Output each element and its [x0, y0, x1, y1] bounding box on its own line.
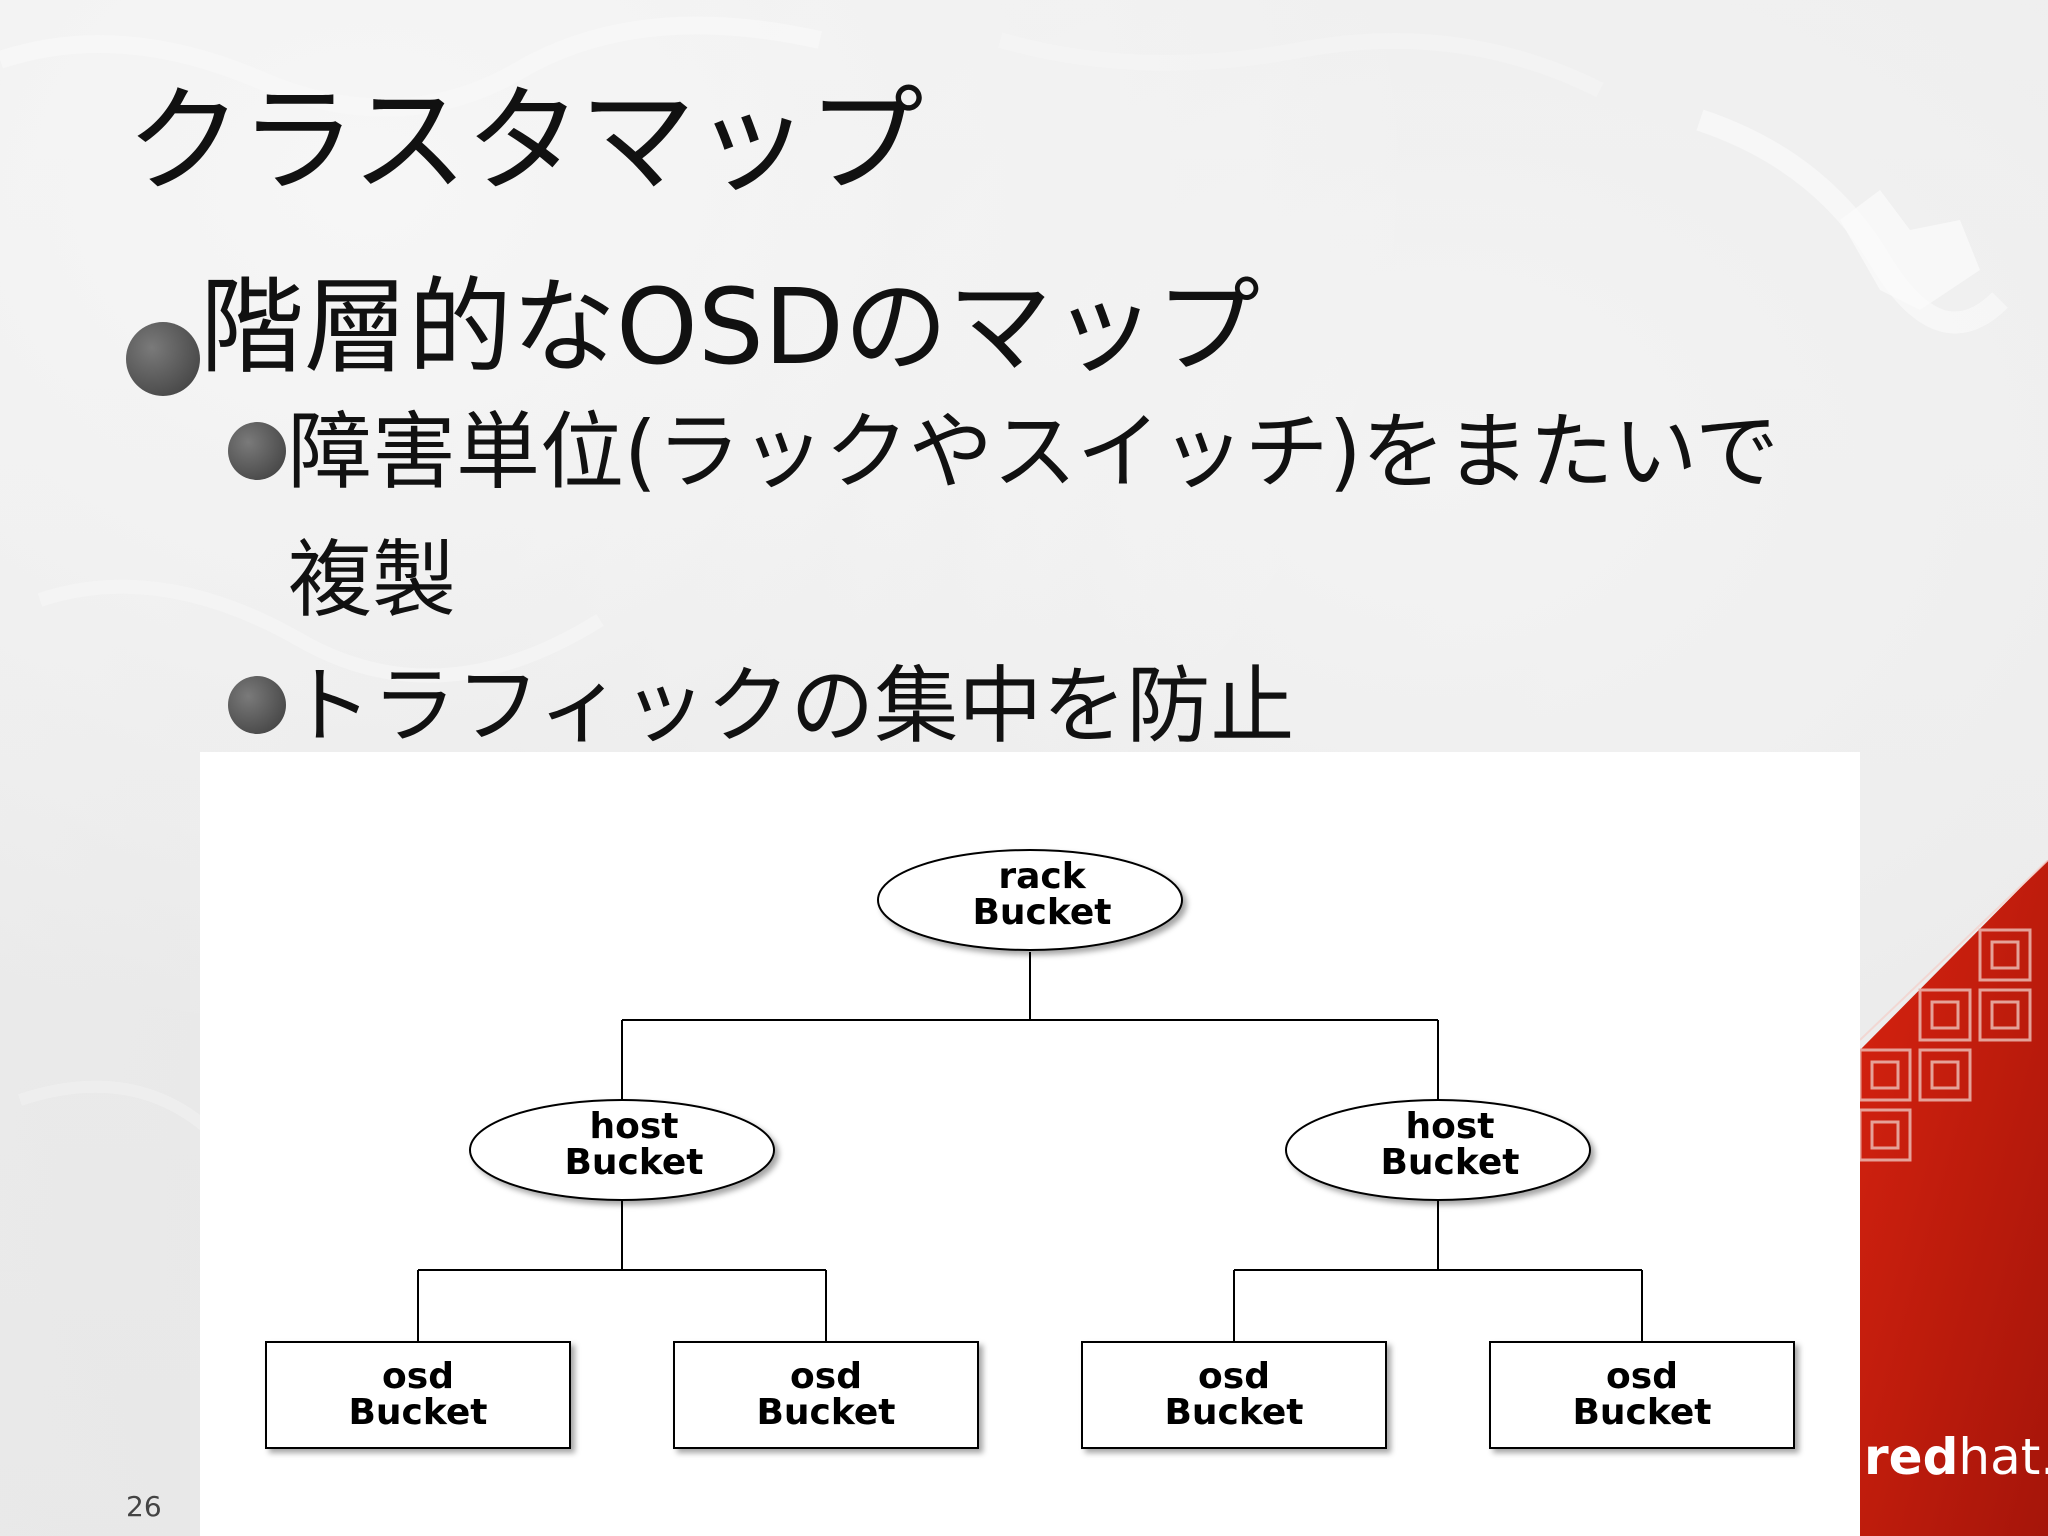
host-node-sublabel: Bucket: [1380, 1142, 1519, 1183]
slide-title: クラスタマップ: [126, 74, 924, 209]
rack-node-sublabel: Bucket: [972, 892, 1111, 933]
osd-bucket-node: osd Bucket: [673, 1341, 979, 1449]
host-bucket-node: host Bucket: [469, 1099, 775, 1201]
logo-text-bold: red: [1864, 1428, 1959, 1486]
rack-bucket-node: rack Bucket: [877, 849, 1183, 951]
osd-node-sublabel: Bucket: [756, 1392, 895, 1433]
osd-node-label: osd: [1606, 1356, 1678, 1397]
host-node-label: host: [590, 1106, 679, 1147]
rack-node-label: rack: [998, 856, 1086, 897]
bullet-level2-text: 障害単位(ラックやスイッチ)をまたいで: [288, 403, 1780, 501]
osd-bucket-node: osd Bucket: [1081, 1341, 1387, 1449]
bullet-dot-level2: [228, 422, 286, 480]
hierarchy-diagram-svg: rack Bucket host Bucket host Bucket osd …: [265, 849, 1795, 1449]
bullet-level1-text: 階層的なOSDのマップ: [200, 266, 1260, 388]
host-bucket-node: host Bucket: [1285, 1099, 1591, 1201]
bullet-level2-text: トラフィックの集中を防止: [288, 657, 1295, 755]
osd-bucket-node: osd Bucket: [1489, 1341, 1795, 1449]
redhat-logo: redhat.: [1864, 1428, 2048, 1486]
osd-bucket-node: osd Bucket: [265, 1341, 571, 1449]
osd-node-label: osd: [1198, 1356, 1270, 1397]
osd-node-label: osd: [790, 1356, 862, 1397]
osd-node-label: osd: [382, 1356, 454, 1397]
bullet-dot-level1: [126, 322, 200, 396]
crush-map-diagram: rack Bucket host Bucket host Bucket osd …: [200, 752, 1860, 1536]
connector-lines: [417, 952, 1643, 1342]
osd-node-sublabel: Bucket: [348, 1392, 487, 1433]
page-number: 26: [126, 1490, 162, 1523]
host-node-sublabel: Bucket: [564, 1142, 703, 1183]
redhat-corner-decoration: [1860, 860, 2048, 1536]
bullet-dot-level2: [228, 676, 286, 734]
osd-node-sublabel: Bucket: [1164, 1392, 1303, 1433]
bullet-level2-text-continued: 複製: [288, 531, 457, 629]
logo-text-light: hat.: [1958, 1428, 2048, 1486]
host-node-label: host: [1406, 1106, 1495, 1147]
osd-node-sublabel: Bucket: [1572, 1392, 1711, 1433]
